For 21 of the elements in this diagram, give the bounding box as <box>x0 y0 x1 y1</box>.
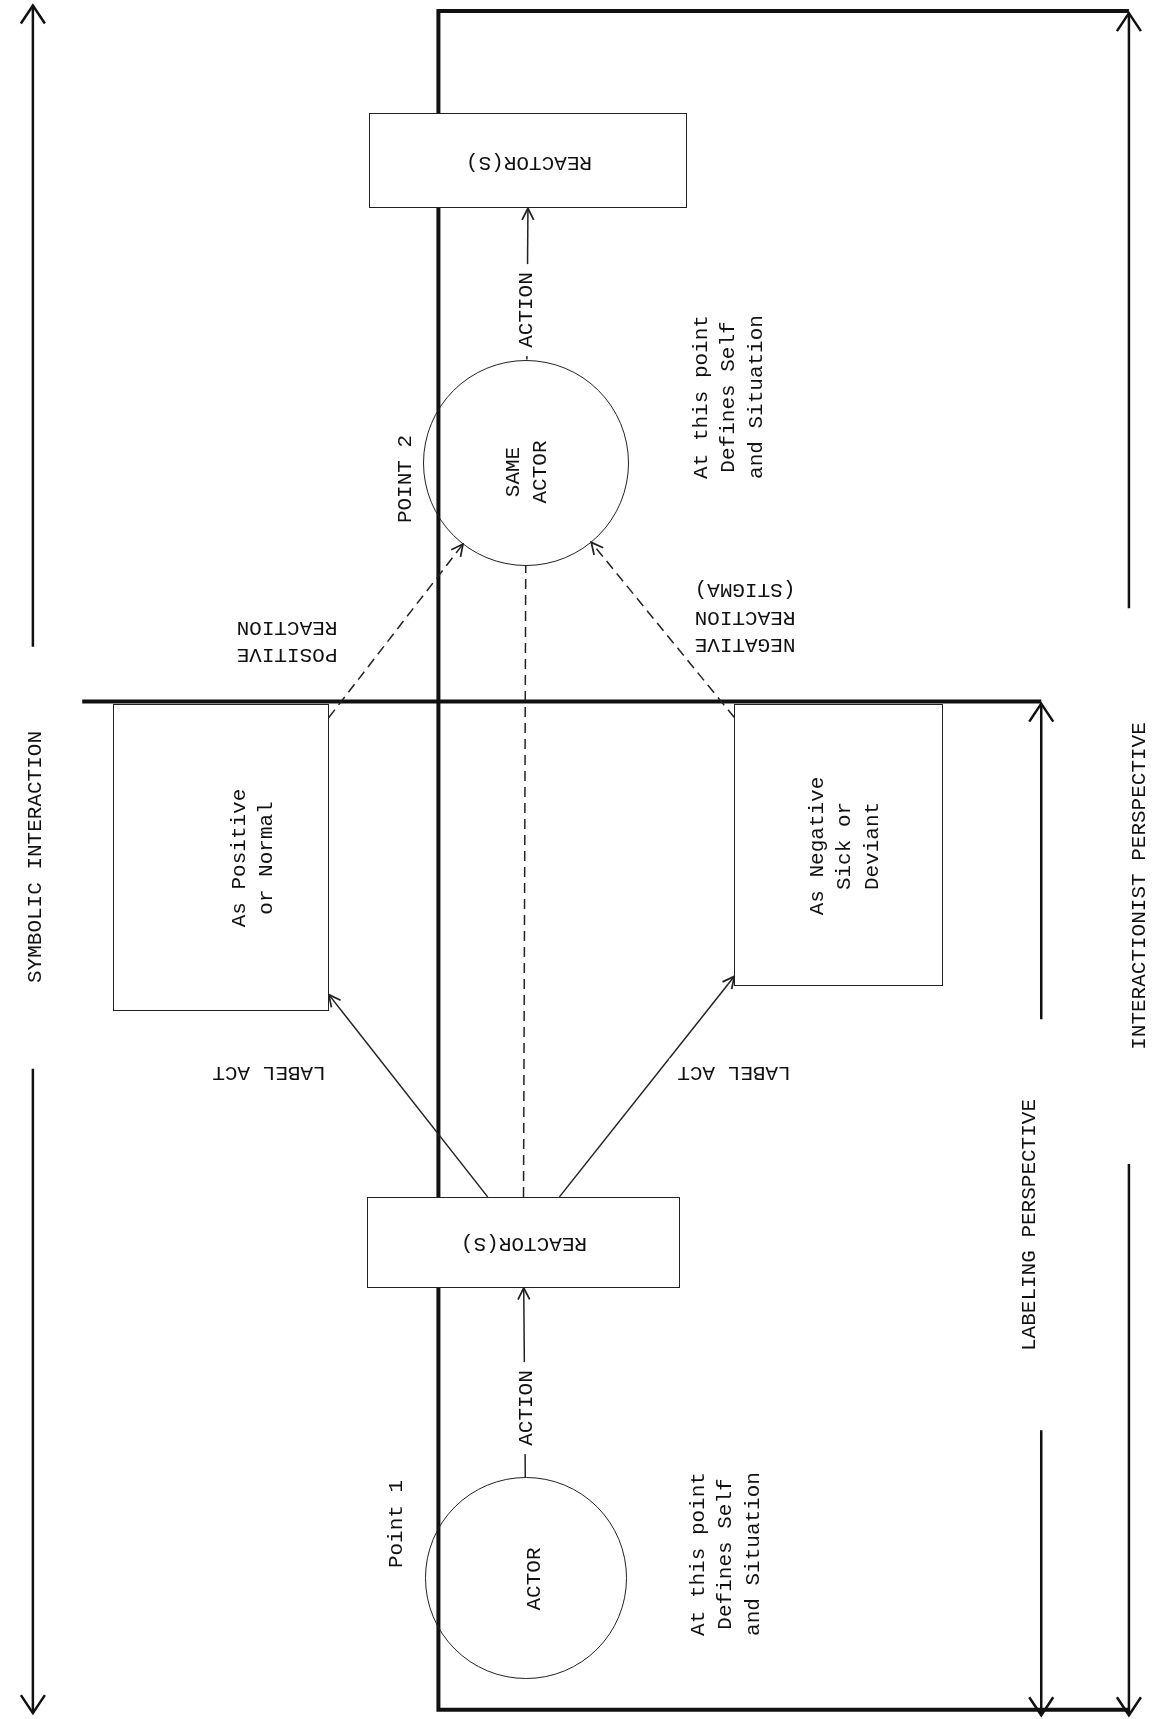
process-box <box>369 112 688 209</box>
dashed-arrow <box>328 543 464 719</box>
process-box <box>112 703 329 1011</box>
annotation-text: At this point Defines Self and Situation <box>685 1472 766 1637</box>
process-box <box>367 1196 680 1288</box>
annotation-text: Point 1 <box>384 1478 410 1570</box>
annotation-text: POINT 2 <box>392 433 418 526</box>
perspective-label: LABELING PERSPECTIVE <box>1017 1099 1043 1352</box>
process-box <box>734 703 943 987</box>
perspective-label: SYMBOLIC INTERACTION <box>23 731 49 984</box>
dashed-arrow <box>590 541 736 719</box>
node-label: REACTOR(S) <box>459 1230 588 1257</box>
perspective-label: INTERACTIONIST PERSPECTIVE <box>1127 721 1153 1050</box>
node-label: REACTOR(S) <box>465 149 594 176</box>
node-label: ACTOR <box>522 1546 548 1613</box>
annotation-text: At this point Defines Self and Situation <box>688 314 769 479</box>
arrow <box>327 993 489 1198</box>
node-label: As Positive or Normal <box>226 787 280 930</box>
arrow <box>558 975 736 1198</box>
node-label: As Negative Sick or Deviant <box>805 776 885 916</box>
node-label: SAME ACTOR <box>500 439 554 506</box>
